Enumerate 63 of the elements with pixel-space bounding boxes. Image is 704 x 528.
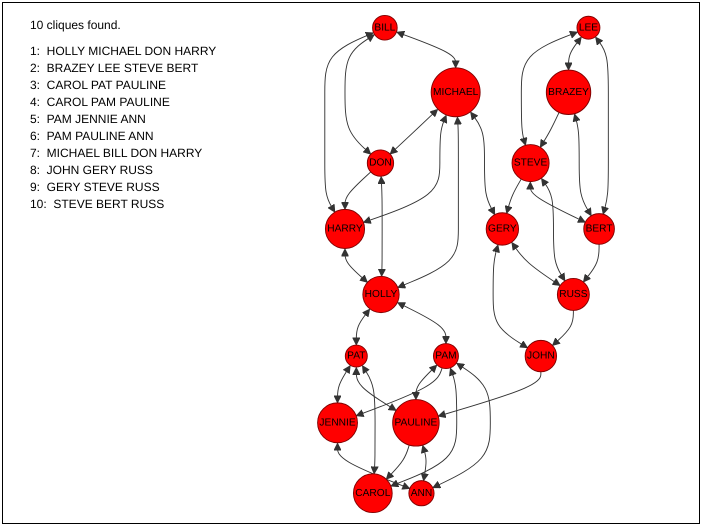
arrow — [564, 36, 582, 70]
node-circle: CAROL — [352, 473, 393, 514]
node-circle: BERT — [583, 213, 615, 245]
clique-list-item: 6: PAM PAULINE ANN — [30, 129, 155, 143]
clique-list-item: 8: JOHN GERY RUSS — [30, 163, 154, 177]
node-circle: BRAZEY — [546, 70, 592, 115]
arrow — [396, 30, 460, 68]
node-circle: DON — [366, 149, 394, 177]
arrow — [470, 112, 496, 216]
node-circle: ANN — [408, 480, 435, 506]
clique-list-item: 5: PAM JENNIE ANN — [30, 112, 147, 126]
arrow — [572, 114, 592, 216]
node-circle: BILL — [372, 14, 398, 41]
node-circle: JENNIE — [317, 402, 358, 444]
arrow — [397, 116, 462, 288]
arrow — [386, 444, 410, 480]
arrow — [438, 371, 542, 418]
arrow — [356, 368, 443, 418]
clique-list-item: 9: GERY STEVE RUSS — [30, 180, 161, 194]
node-circle: RUSS — [556, 278, 590, 311]
arrow — [420, 445, 429, 482]
summary-note: 10 cliques found. — [30, 18, 122, 32]
node-circle: LEE — [576, 16, 600, 40]
node-circle: JOHN — [524, 340, 558, 372]
node-circle: PAULINE — [392, 399, 440, 447]
arrow — [377, 176, 386, 277]
arrow — [352, 308, 370, 346]
node-circle: GERY — [486, 212, 520, 246]
clique-list-item: 10: STEVE BERT RUSS — [30, 197, 166, 211]
arrow — [397, 302, 450, 344]
arrow — [362, 365, 379, 474]
clique-list-item: 2: BRAZEY LEE STEVE BERT — [30, 61, 200, 75]
arrow — [492, 244, 528, 348]
arrow — [363, 114, 448, 224]
arrow — [511, 242, 560, 286]
clique-list-item: 1: HOLLY MICHAEL DON HARRY — [30, 44, 218, 58]
arrow — [324, 32, 374, 213]
arrow — [541, 178, 566, 282]
arrow — [552, 310, 574, 346]
arrow — [526, 182, 586, 223]
clique-list-item: 3: CAROL PAT PAULINE — [30, 78, 168, 92]
node-circle: PAM — [432, 343, 459, 370]
node-circle: HOLLY — [362, 276, 400, 314]
arrow — [504, 178, 522, 214]
node-circle: PAT — [344, 344, 368, 368]
node-circle: STEVE — [512, 144, 550, 182]
arrow — [390, 368, 458, 488]
clique-list-item: 4: CAROL PAM PAULINE — [30, 95, 171, 109]
arrow — [412, 364, 438, 400]
clique-list-item: 7: MICHAEL BILL DON HARRY — [30, 146, 204, 160]
arrow — [520, 30, 578, 146]
arrow — [540, 112, 560, 148]
arrow — [583, 244, 600, 282]
arrow — [340, 171, 372, 210]
arrow — [344, 34, 375, 155]
arrow — [340, 248, 368, 283]
arrow — [595, 36, 610, 215]
node-circle: MICHAEL — [430, 67, 481, 118]
arrow — [333, 365, 351, 404]
arrow — [432, 362, 491, 488]
arrow — [352, 367, 397, 411]
node-circle: HARRY — [324, 208, 366, 249]
arrow — [390, 109, 438, 154]
